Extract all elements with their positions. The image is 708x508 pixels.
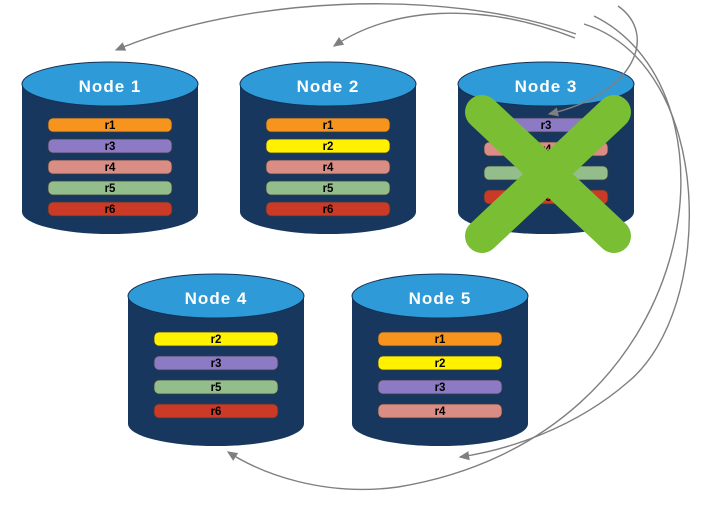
node-title: Node 5	[409, 289, 472, 308]
shard-label: r1	[323, 120, 334, 132]
shard-label: r1	[105, 120, 116, 132]
shard-bar	[47, 138, 173, 154]
shard-label: r2	[323, 141, 334, 153]
cylinder-top	[127, 273, 305, 319]
shard-label: r4	[105, 162, 116, 174]
arrow-to-node-2	[332, 12, 576, 47]
cylinder-top	[351, 273, 529, 319]
node-2-cylinder: Node 2 r1 r2 r4 r5 r6	[239, 61, 417, 234]
node-4-cylinder: Node 4 r2 r3 r5 r6	[127, 273, 305, 446]
shard-label: r3	[105, 141, 116, 153]
node-5-cylinder: Node 5 r1 r2 r3 r4	[351, 273, 529, 446]
shard-label: r3	[541, 120, 552, 132]
shard-bar	[47, 180, 173, 196]
shard-bar	[265, 117, 391, 133]
node-title: Node 4	[185, 289, 248, 308]
shard-label: r2	[435, 358, 446, 370]
shard-bar	[47, 201, 173, 217]
shard-list: r1 r2 r3 r4	[377, 331, 503, 419]
shard-bar	[153, 379, 279, 395]
shard-bar	[265, 159, 391, 175]
redistribution-arrows	[114, 3, 690, 491]
shard-bar	[377, 379, 503, 395]
cylinder-top	[239, 61, 417, 107]
node-title: Node 1	[79, 77, 142, 96]
shard-bar	[265, 180, 391, 196]
shard-bar	[153, 331, 279, 347]
shard-label: r6	[211, 406, 222, 418]
arrow-to-node-4	[226, 15, 682, 491]
cylinder-top	[457, 61, 635, 107]
shard-bar	[153, 355, 279, 371]
x-stroke-2	[465, 95, 631, 253]
failure-x-icon	[465, 95, 631, 253]
node-title: Node 3	[515, 77, 578, 96]
shard-label: r6	[105, 204, 116, 216]
shard-label: r2	[211, 334, 222, 346]
shard-label: r5	[211, 382, 222, 394]
shard-bar	[153, 403, 279, 419]
shard-list: r1 r2 r4 r5 r6	[265, 117, 391, 217]
shard-list: r2 r3 r5 r6	[153, 331, 279, 419]
node-title: Node 2	[297, 77, 360, 96]
cylinder-top	[21, 61, 199, 107]
arrow-to-node-1	[114, 3, 577, 51]
arrow-to-node-3	[547, 5, 638, 117]
shard-bar	[377, 403, 503, 419]
shard-bar	[47, 159, 173, 175]
shard-list: r1 r3 r4 r5 r6	[47, 117, 173, 217]
shard-bar	[377, 331, 503, 347]
shard-label: r6	[323, 204, 334, 216]
arrow-to-node-5	[458, 23, 690, 461]
shard-label: r1	[435, 334, 446, 346]
shard-bar	[265, 201, 391, 217]
shard-label: r4	[435, 406, 446, 418]
shard-bar	[377, 355, 503, 371]
node-1-cylinder: Node 1 r1 r3 r4 r5 r6	[21, 61, 199, 234]
shard-label: r4	[323, 162, 334, 174]
shard-label: r5	[105, 183, 116, 195]
shard-label: r3	[211, 358, 222, 370]
shard-bar	[47, 117, 173, 133]
shard-label: r3	[435, 382, 446, 394]
shard-label: r5	[323, 183, 334, 195]
shard-bar	[265, 138, 391, 154]
